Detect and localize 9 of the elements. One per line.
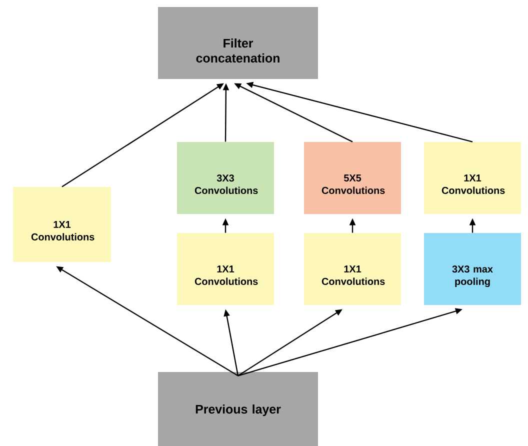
convolution-box: 3X3 Convolutions (177, 142, 274, 214)
convolution-box: 5X5 Convolutions (304, 142, 401, 214)
convolution-box: 1X1 Convolutions (424, 142, 521, 214)
layer-box: Filter concatenation (158, 7, 318, 79)
convolution-box: 1X1 Convolutions (177, 233, 274, 305)
layer-box: Previous layer (158, 372, 318, 446)
pooling-box: 3X3 max pooling (424, 233, 521, 305)
convolution-box: 1X1 Convolutions (13, 187, 111, 262)
convolution-box: 1X1 Convolutions (304, 233, 401, 305)
